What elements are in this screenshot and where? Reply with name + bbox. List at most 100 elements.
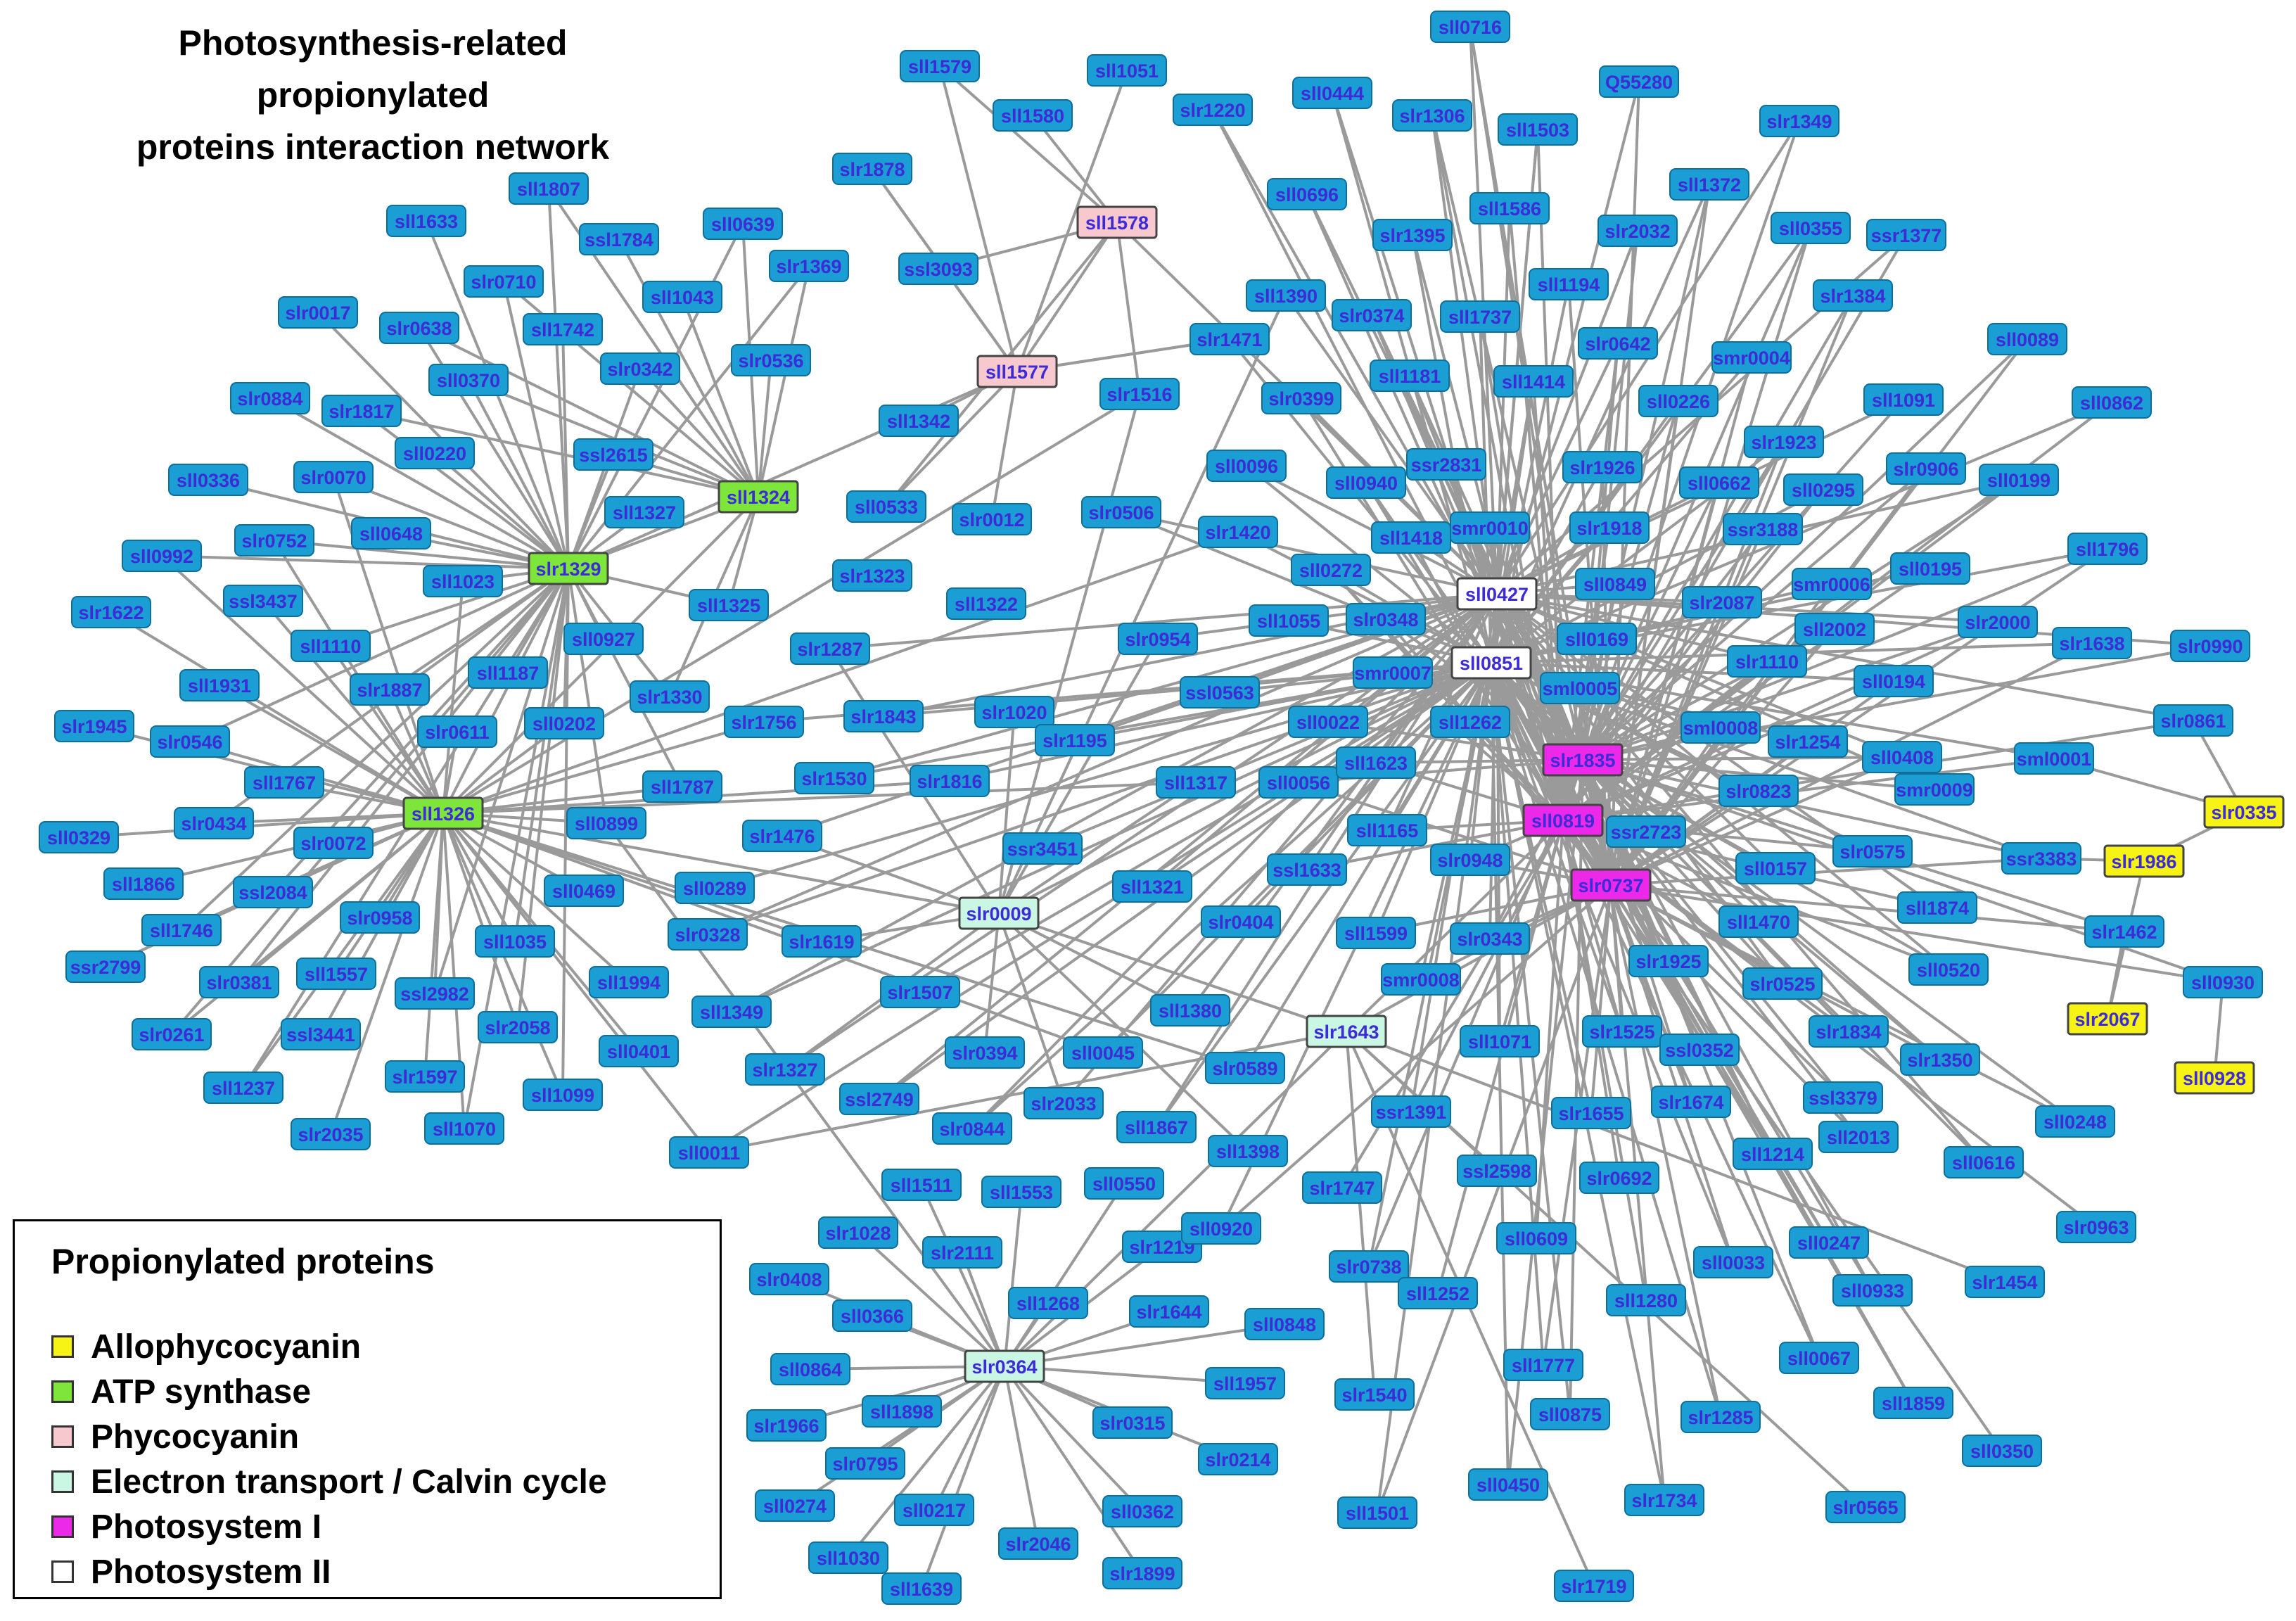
node-slr1638[interactable]: slr1638 bbox=[2052, 627, 2132, 659]
node-sll0033[interactable]: sll0033 bbox=[1693, 1246, 1773, 1278]
node-sll1866[interactable]: sll1866 bbox=[103, 867, 184, 900]
node-slr0394[interactable]: slr0394 bbox=[945, 1036, 1025, 1069]
node-sll0609[interactable]: sll0609 bbox=[1496, 1222, 1576, 1254]
node-slr1918[interactable]: slr1918 bbox=[1569, 511, 1650, 544]
node-ssl3379[interactable]: ssl3379 bbox=[1803, 1081, 1883, 1114]
node-sll1194[interactable]: sll1194 bbox=[1529, 268, 1609, 300]
node-slr0710[interactable]: slr0710 bbox=[464, 265, 544, 298]
node-sll1326[interactable]: sll1326 bbox=[402, 796, 484, 830]
node-slr1834[interactable]: slr1834 bbox=[1809, 1015, 1889, 1048]
node-sll0930[interactable]: sll0930 bbox=[2183, 966, 2263, 998]
node-sll1214[interactable]: sll1214 bbox=[1733, 1138, 1813, 1170]
node-slr1925[interactable]: slr1925 bbox=[1628, 945, 1709, 977]
node-slr2087[interactable]: slr2087 bbox=[1682, 586, 1762, 618]
node-sll1390[interactable]: sll1390 bbox=[1246, 279, 1326, 312]
node-sll0370[interactable]: sll0370 bbox=[428, 364, 509, 396]
node-ssr3383[interactable]: ssr3383 bbox=[2001, 842, 2081, 875]
node-slr0399[interactable]: slr0399 bbox=[1261, 382, 1341, 414]
node-sll1503[interactable]: sll1503 bbox=[1498, 113, 1578, 146]
node-slr0328[interactable]: slr0328 bbox=[668, 918, 748, 951]
node-slr0408[interactable]: slr0408 bbox=[749, 1263, 829, 1295]
node-ssr1377[interactable]: ssr1377 bbox=[1866, 219, 1946, 251]
node-sll1767[interactable]: sll1767 bbox=[244, 766, 324, 799]
node-slr1674[interactable]: slr1674 bbox=[1651, 1086, 1731, 1118]
node-sll1071[interactable]: sll1071 bbox=[1460, 1025, 1540, 1057]
node-slr1945[interactable]: slr1945 bbox=[54, 710, 134, 742]
node-slr1384[interactable]: slr1384 bbox=[1813, 279, 1893, 312]
node-sll1165[interactable]: sll1165 bbox=[1347, 814, 1427, 846]
node-sll0851[interactable]: sll0851 bbox=[1450, 646, 1532, 680]
node-sll0289[interactable]: sll0289 bbox=[675, 872, 755, 904]
node-sll1639[interactable]: sll1639 bbox=[881, 1572, 962, 1605]
node-Q55280[interactable]: Q55280 bbox=[1599, 65, 1679, 98]
node-slr0335[interactable]: slr0335 bbox=[2203, 795, 2285, 829]
node-slr0565[interactable]: slr0565 bbox=[1825, 1491, 1906, 1523]
node-sll1898[interactable]: sll1898 bbox=[862, 1395, 942, 1428]
node-sll1280[interactable]: sll1280 bbox=[1606, 1284, 1686, 1316]
node-sll1931[interactable]: sll1931 bbox=[179, 669, 260, 701]
node-slr2046[interactable]: slr2046 bbox=[998, 1527, 1078, 1560]
node-sml0005[interactable]: sml0005 bbox=[1540, 672, 1620, 704]
node-ssr3188[interactable]: ssr3188 bbox=[1723, 513, 1803, 545]
node-sll1580[interactable]: sll1580 bbox=[993, 99, 1073, 132]
node-slr0948[interactable]: slr0948 bbox=[1430, 844, 1510, 876]
node-sll0920[interactable]: sll0920 bbox=[1181, 1212, 1261, 1245]
node-sll0022[interactable]: sll0022 bbox=[1288, 706, 1368, 738]
node-slr0844[interactable]: slr0844 bbox=[932, 1112, 1012, 1145]
node-slr1285[interactable]: slr1285 bbox=[1680, 1401, 1761, 1433]
node-sll0933[interactable]: sll0933 bbox=[1832, 1274, 1913, 1307]
node-slr0752[interactable]: slr0752 bbox=[234, 524, 314, 557]
node-slr1369[interactable]: slr1369 bbox=[769, 250, 849, 282]
node-sll0849[interactable]: sll0849 bbox=[1575, 568, 1655, 600]
node-sll1807[interactable]: sll1807 bbox=[509, 172, 589, 205]
node-sll1994[interactable]: sll1994 bbox=[589, 966, 669, 998]
node-sll0226[interactable]: sll0226 bbox=[1638, 385, 1718, 417]
node-ssl2615[interactable]: ssl2615 bbox=[573, 438, 653, 471]
node-slr0638[interactable]: slr0638 bbox=[379, 312, 459, 344]
node-slr1254[interactable]: slr1254 bbox=[1768, 725, 1848, 758]
node-sll1327[interactable]: sll1327 bbox=[604, 496, 684, 528]
node-slr0434[interactable]: slr0434 bbox=[174, 807, 254, 839]
node-sll1777[interactable]: sll1777 bbox=[1503, 1349, 1583, 1381]
node-sll1579[interactable]: sll1579 bbox=[900, 50, 980, 82]
node-sll0089[interactable]: sll0089 bbox=[1987, 323, 2067, 355]
node-sll1091[interactable]: sll1091 bbox=[1863, 383, 1944, 416]
node-slr1619[interactable]: slr1619 bbox=[782, 925, 862, 958]
node-slr0884[interactable]: slr0884 bbox=[230, 382, 310, 414]
node-slr1887[interactable]: slr1887 bbox=[350, 673, 430, 706]
node-slr1622[interactable]: slr1622 bbox=[71, 596, 151, 628]
node-slr1028[interactable]: slr1028 bbox=[818, 1216, 898, 1249]
node-sll0336[interactable]: sll0336 bbox=[168, 464, 248, 496]
node-ssl0563[interactable]: ssl0563 bbox=[1180, 676, 1260, 708]
node-sll1557[interactable]: sll1557 bbox=[296, 958, 376, 990]
node-slr0214[interactable]: slr0214 bbox=[1198, 1443, 1278, 1475]
node-sll0940[interactable]: sll0940 bbox=[1326, 466, 1406, 499]
node-slr1966[interactable]: slr1966 bbox=[746, 1409, 827, 1442]
node-slr0070[interactable]: slr0070 bbox=[293, 461, 374, 493]
node-slr0861[interactable]: slr0861 bbox=[2153, 704, 2233, 737]
node-slr0374[interactable]: slr0374 bbox=[1332, 299, 1412, 331]
node-sll0272[interactable]: sll0272 bbox=[1291, 554, 1371, 586]
node-slr0738[interactable]: slr0738 bbox=[1329, 1250, 1409, 1283]
node-sll0550[interactable]: sll0550 bbox=[1084, 1167, 1164, 1200]
node-sll0220[interactable]: sll0220 bbox=[395, 437, 475, 469]
node-slr1986[interactable]: slr1986 bbox=[2103, 844, 2185, 878]
node-sll0716[interactable]: sll0716 bbox=[1430, 11, 1510, 43]
node-sll1633[interactable]: sll1633 bbox=[386, 205, 466, 237]
node-slr1195[interactable]: slr1195 bbox=[1035, 724, 1115, 756]
node-slr1350[interactable]: slr1350 bbox=[1900, 1043, 1980, 1076]
node-sll0247[interactable]: sll0247 bbox=[1789, 1226, 1869, 1259]
node-sll2002[interactable]: sll2002 bbox=[1794, 613, 1875, 645]
node-slr1327[interactable]: slr1327 bbox=[745, 1053, 825, 1086]
node-sll0639[interactable]: sll0639 bbox=[703, 208, 783, 240]
node-ssl0352[interactable]: ssl0352 bbox=[1659, 1034, 1740, 1066]
node-slr1540[interactable]: slr1540 bbox=[1334, 1378, 1415, 1411]
node-slr1395[interactable]: slr1395 bbox=[1372, 219, 1453, 251]
node-slr1843[interactable]: slr1843 bbox=[843, 700, 924, 732]
node-sll1586[interactable]: sll1586 bbox=[1469, 192, 1550, 224]
node-sll1322[interactable]: sll1322 bbox=[946, 587, 1026, 620]
node-sll0992[interactable]: sll0992 bbox=[122, 540, 202, 572]
node-sll0648[interactable]: sll0648 bbox=[351, 517, 431, 549]
node-ssr2799[interactable]: ssr2799 bbox=[65, 951, 146, 983]
node-sll0401[interactable]: sll0401 bbox=[599, 1035, 679, 1067]
